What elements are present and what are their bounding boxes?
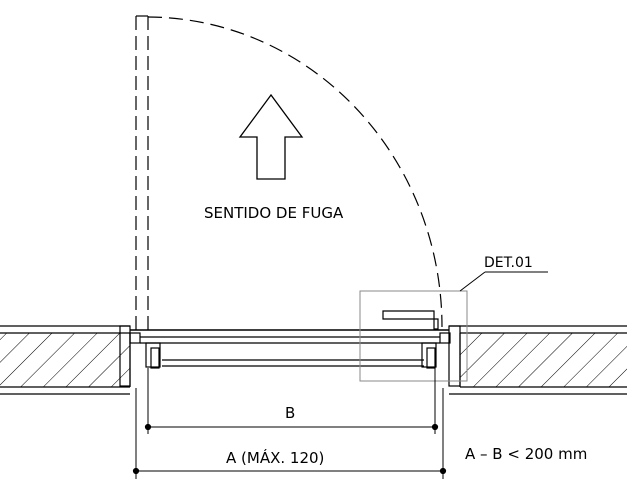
left-wall-section xyxy=(0,325,131,395)
up-arrow-icon xyxy=(238,93,304,180)
open-door-leaf xyxy=(135,15,149,330)
detail-callout xyxy=(359,271,548,382)
right-wall-section xyxy=(449,325,627,395)
dimension-a xyxy=(132,388,447,479)
dimension-rule-label: A – B < 200 mm xyxy=(465,445,587,463)
dimension-b-label: B xyxy=(285,404,295,422)
dimension-a-label: A (MÁX. 120) xyxy=(226,448,324,467)
door-swing-arc xyxy=(147,16,443,328)
detail-label: DET.01 xyxy=(484,255,533,271)
door-frame xyxy=(119,325,461,387)
dimension-b xyxy=(144,368,439,434)
escape-direction-label: SENTIDO DE FUGA xyxy=(204,204,344,222)
